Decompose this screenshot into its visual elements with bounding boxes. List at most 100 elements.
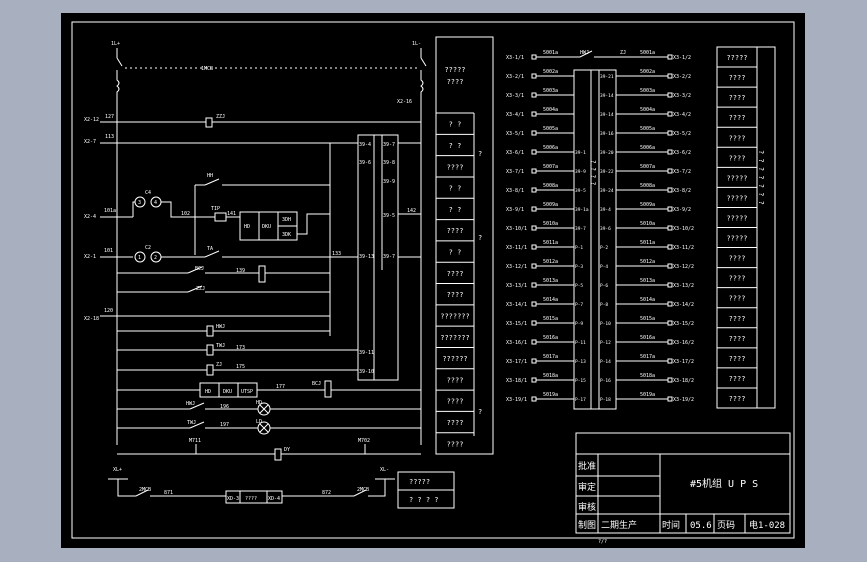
module-r0: 39-7 bbox=[383, 142, 395, 148]
terminal-right-label: X3-15/2 bbox=[673, 321, 694, 327]
right-table-cell: ???? bbox=[729, 134, 746, 142]
lamp-block-2: DKU bbox=[262, 224, 271, 230]
module-pin-left: 39-9 bbox=[575, 169, 586, 175]
wire-number-right: 5004a bbox=[640, 107, 655, 113]
wire-number-right: 5007a bbox=[640, 164, 655, 170]
ct2-coil-1 bbox=[134, 251, 146, 263]
wire-number-left: 5004a bbox=[543, 107, 558, 113]
wire-number-left: 5019a bbox=[543, 392, 558, 398]
module-r2: 39-9 bbox=[383, 179, 395, 185]
wire-number-left: 5003a bbox=[543, 88, 558, 94]
left-table-cell: ????? bbox=[444, 66, 465, 74]
ta-label: TA bbox=[207, 246, 213, 252]
module-pin-left: P-1 bbox=[575, 245, 583, 251]
module-l1: 39-6 bbox=[359, 160, 371, 166]
left-table-cell: ???? bbox=[447, 270, 464, 278]
hd-lamp-cross bbox=[259, 404, 269, 414]
shenhe-label: 审核 bbox=[578, 501, 596, 513]
module-pin-left: P-17 bbox=[575, 397, 586, 403]
terminal-left-label: X3-18/1 bbox=[506, 378, 527, 384]
terminal-left-label: X3-8/1 bbox=[506, 188, 524, 194]
shijian-label: 时间 bbox=[662, 519, 680, 531]
right-table-cell: ????? bbox=[726, 174, 747, 182]
zj-label: ZJ bbox=[216, 362, 222, 368]
x2-18-label: X2-18 bbox=[84, 316, 99, 322]
module-pin-right: P-8 bbox=[600, 302, 608, 308]
left-table-side-2: ? bbox=[478, 234, 482, 242]
ld-label: LD bbox=[256, 419, 262, 425]
module-l4: 39-10 bbox=[359, 369, 374, 375]
left-table-cell: ???? bbox=[447, 78, 464, 86]
terminal-right bbox=[667, 130, 673, 136]
w127-label: 127 bbox=[105, 114, 114, 120]
module-pin-left: 39-7 bbox=[575, 226, 586, 232]
terminal-right bbox=[667, 396, 673, 402]
wire-number-left: 5002a bbox=[543, 69, 558, 75]
hwj-contact bbox=[189, 402, 205, 410]
module-pin-right: P-6 bbox=[600, 283, 608, 289]
row-wire-top bbox=[536, 50, 668, 58]
terminal-left-label: X3-12/1 bbox=[506, 264, 527, 270]
w177-label: 177 bbox=[276, 384, 285, 390]
right-table-cell: ???? bbox=[729, 154, 746, 162]
wire-number-left: 5016a bbox=[543, 335, 558, 341]
terminal-right-label: X3-13/2 bbox=[673, 283, 694, 289]
note-line-1: ????? bbox=[409, 478, 430, 486]
left-table-cell: ???? bbox=[447, 376, 464, 384]
terminal-right bbox=[667, 168, 673, 174]
terminal-right-label: X3-16/2 bbox=[673, 340, 694, 346]
module-pin-left: P-15 bbox=[575, 378, 586, 384]
terminal-right-label: X3-10/2 bbox=[673, 226, 694, 232]
terminal-left-label: X3-11/1 bbox=[506, 245, 527, 251]
left-table-cell: ???? bbox=[447, 419, 464, 427]
wire-number-left: 5018a bbox=[543, 373, 558, 379]
pizhun-label: 批准 bbox=[578, 460, 596, 472]
terminal-right bbox=[667, 54, 673, 60]
date-value: 05.6 bbox=[690, 521, 712, 531]
ct2-2: 2 bbox=[154, 255, 157, 261]
ct4-label: C4 bbox=[145, 190, 151, 196]
right-table-side: ? ? ? ? ? ? ? bbox=[757, 150, 765, 205]
w175-label: 175 bbox=[236, 364, 245, 370]
wire-number-left: 5015a bbox=[543, 316, 558, 322]
left-table-side-3: ? bbox=[478, 408, 482, 416]
wire-number-right: 5016a bbox=[640, 335, 655, 341]
terminal-right-label: X3-17/2 bbox=[673, 359, 694, 365]
wire-number-left: 5009a bbox=[543, 202, 558, 208]
right-table-cell: ???? bbox=[729, 395, 746, 403]
right-legend-table: ????????????????????????????????????????… bbox=[716, 46, 776, 409]
fuse-switches bbox=[116, 57, 427, 67]
module-pin-left: 39-1a bbox=[575, 207, 589, 213]
ta-contact bbox=[204, 250, 220, 258]
wire-number-left: 5014a bbox=[543, 297, 558, 303]
wire-number-left: 5012a bbox=[543, 259, 558, 265]
lamp-block-3: 3DH bbox=[282, 217, 291, 223]
dy-label: DY bbox=[284, 447, 290, 453]
right-table-cell: ???? bbox=[729, 315, 746, 323]
zzj2-contact bbox=[187, 285, 203, 293]
title-block: 批准 审定 审核 制图 二期生产 时间 05.6 页码 电1-028 #5机组 … bbox=[575, 432, 791, 545]
m711-label: M711 bbox=[189, 438, 201, 444]
terminal-left-label: X3-17/1 bbox=[506, 359, 527, 365]
terminal-left-label: X3-3/1 bbox=[506, 93, 524, 99]
ct4-lead bbox=[132, 201, 135, 217]
left-table-cell: ???? bbox=[447, 227, 464, 235]
terminal-right-label: X3-1/2 bbox=[673, 55, 691, 61]
terminal-left-label: X3-19/1 bbox=[506, 397, 527, 403]
right-table-cell: ???? bbox=[729, 114, 746, 122]
bcj-label: BCJ bbox=[195, 266, 204, 272]
terminal-right-label: X3-19/2 bbox=[673, 397, 694, 403]
x2-4-label: X2-4 bbox=[84, 214, 96, 220]
w173-label: 173 bbox=[236, 345, 245, 351]
zzj-label: ZZJ bbox=[216, 114, 225, 120]
terminal-right-label: X3-5/2 bbox=[673, 131, 691, 137]
bcj2-label: BCJ bbox=[312, 381, 321, 387]
right-table-cell: ???? bbox=[729, 275, 746, 283]
twj-contact-label: TWJ bbox=[187, 420, 196, 426]
wire-number-right: 5019a bbox=[640, 392, 655, 398]
w196-label: 196 bbox=[220, 404, 229, 410]
left-table-cell: ??????? bbox=[440, 334, 470, 342]
w113-label: 113 bbox=[105, 134, 114, 140]
